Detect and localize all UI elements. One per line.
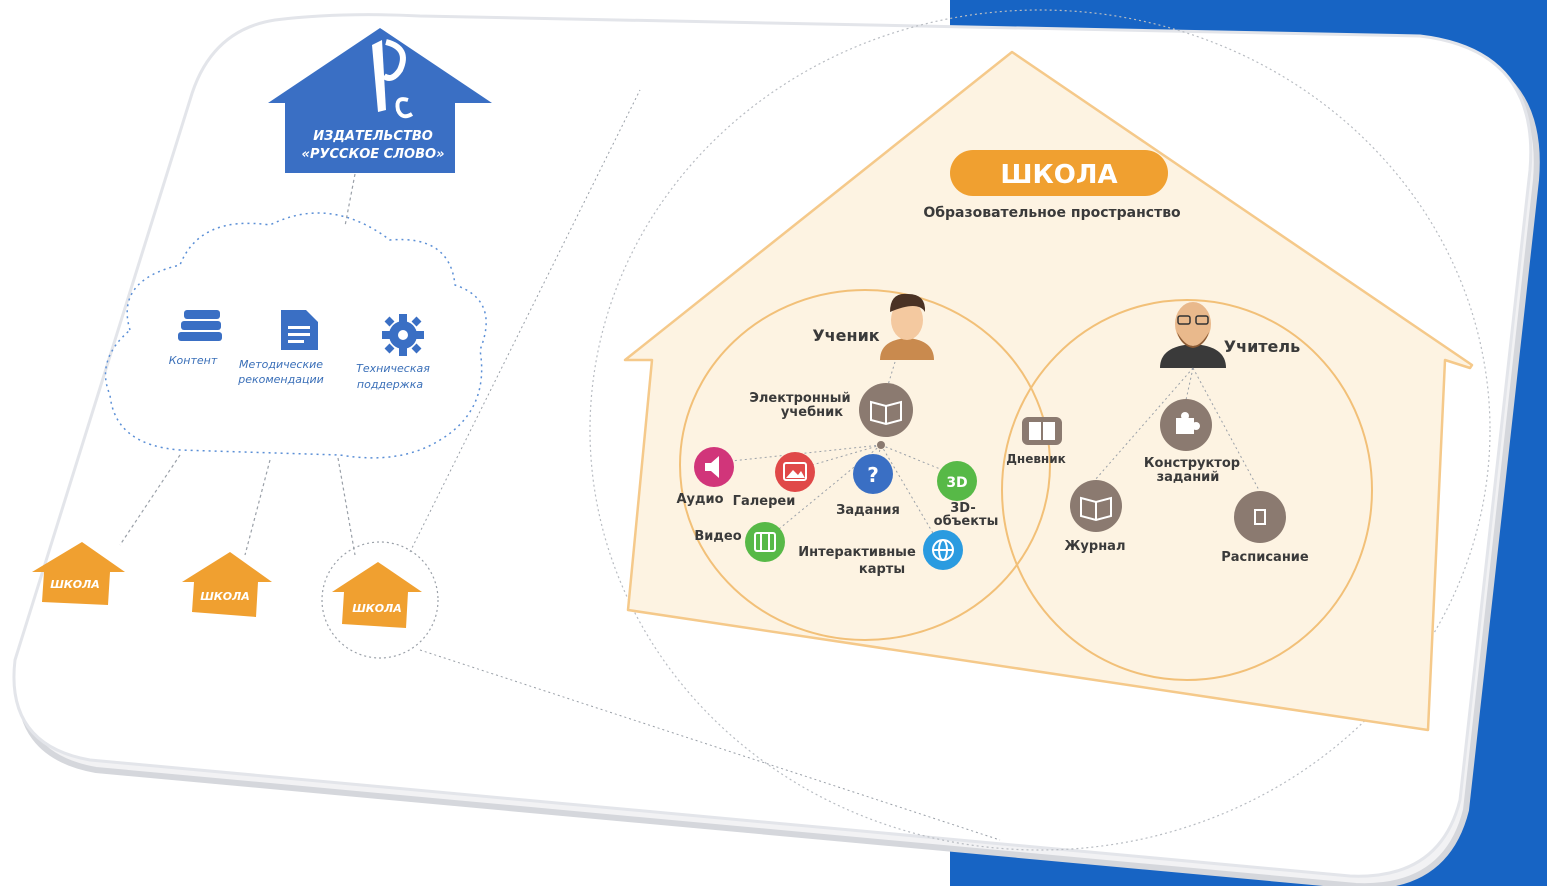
- school-house-2-label: ШКОЛА: [200, 590, 250, 603]
- ebook-hub-dot: [877, 441, 885, 449]
- cloud-label-support-line1: Техническая: [356, 362, 430, 375]
- teacher-avatar: [1160, 302, 1226, 368]
- publisher-logo: [372, 39, 414, 119]
- question-icon: ?: [867, 463, 879, 487]
- journal-icon: [1080, 496, 1112, 522]
- cloud-label-content: Контент: [169, 354, 218, 367]
- cloud-label-support-line2: поддержка: [357, 378, 423, 391]
- task-builder-label-line2: заданий: [1157, 470, 1220, 485]
- schedule-icon: [1254, 509, 1266, 525]
- video-node: [745, 522, 785, 562]
- audio-label: Аудио: [676, 492, 723, 507]
- publisher-name-line1: ИЗДАТЕЛЬСТВО: [313, 129, 433, 144]
- maps-node: [923, 530, 963, 570]
- student-circle: [679, 289, 1051, 641]
- gear-icon: [382, 314, 424, 356]
- ebook-label-line1: Электронный: [749, 391, 850, 406]
- tasks-node: ?: [853, 454, 893, 494]
- school-house-3-label: ШКОЛА: [352, 602, 402, 615]
- book-icon: [870, 400, 902, 426]
- books-icon: [178, 310, 222, 341]
- journal-node: [1070, 480, 1122, 532]
- 3d-objects-node: 3D: [937, 461, 977, 501]
- 3d-objects-label-line1: 3D-: [950, 501, 975, 516]
- teacher-circle: [1001, 299, 1373, 681]
- ebook-label-line2: учебник: [781, 405, 843, 420]
- school-badge-label: ШКОЛА: [1000, 160, 1117, 190]
- maps-label-line2: карты: [859, 562, 905, 577]
- schedule-node: [1234, 491, 1286, 543]
- task-builder-label-line1: Конструктор: [1144, 456, 1240, 471]
- gallery-label: Галереи: [733, 494, 796, 509]
- diary-label: Дневник: [1006, 452, 1066, 466]
- 3d-icon: 3D: [946, 475, 967, 491]
- video-icon: [754, 532, 776, 552]
- video-label: Видео: [694, 529, 741, 544]
- school-house-1: ШКОЛА: [32, 542, 125, 605]
- zoom-circle-large: [589, 9, 1491, 851]
- document-icon: [281, 310, 318, 350]
- student-avatar: [880, 293, 934, 360]
- journal-label: Журнал: [1065, 539, 1126, 554]
- publisher-cloud-connector: [344, 173, 356, 227]
- school-subtitle: Образовательное пространство: [923, 205, 1181, 221]
- gallery-icon: [783, 462, 807, 481]
- schedule-label: Расписание: [1221, 550, 1309, 565]
- globe-icon: [932, 539, 954, 561]
- school-house-3: ШКОЛА: [332, 562, 422, 628]
- audio-node: [694, 447, 734, 487]
- publisher-name-line2: «РУССКОЕ СЛОВО»: [302, 147, 445, 162]
- publisher-house: ИЗДАТЕЛЬСТВО «РУССКОЕ СЛОВО»: [268, 28, 492, 173]
- puzzle-icon: [1176, 412, 1200, 434]
- tasks-label: Задания: [836, 503, 900, 518]
- teacher-connectors: [1094, 367, 1261, 493]
- zoom-circle: [321, 541, 439, 659]
- gallery-node: [775, 452, 815, 492]
- audio-icon: [705, 456, 719, 478]
- school-badge: [950, 150, 1168, 196]
- school-house-2: ШКОЛА: [182, 552, 272, 617]
- cloud-label-methodical-line2: рекомендации: [237, 373, 324, 386]
- maps-label-line1: Интерактивные: [798, 545, 916, 560]
- zoom-lines: [409, 89, 1001, 841]
- teacher-label: Учитель: [1224, 337, 1301, 356]
- cloud-school-connectors: [119, 454, 356, 556]
- diary-icon: [1029, 422, 1055, 440]
- school-house-large: [623, 50, 1474, 732]
- diary-node: [1022, 417, 1062, 445]
- school-house-1-label: ШКОЛА: [50, 578, 100, 591]
- task-builder-node: [1160, 399, 1212, 451]
- cloud-label-methodical-line1: Методические: [239, 358, 323, 371]
- student-label: Ученик: [812, 326, 879, 345]
- 3d-objects-label-line2: объекты: [934, 514, 999, 529]
